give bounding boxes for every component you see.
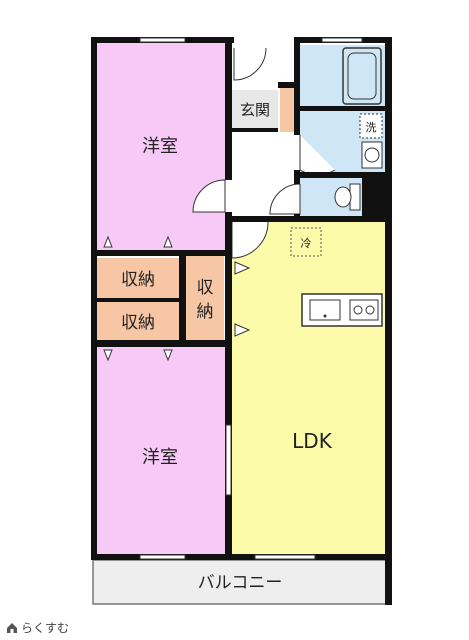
door-swing-ldk bbox=[231, 221, 269, 259]
house-icon bbox=[7, 622, 17, 633]
entrance-fill bbox=[232, 90, 278, 128]
western-room-bottom-fill bbox=[97, 347, 225, 554]
sink bbox=[309, 299, 341, 321]
balcony-label: バルコニー bbox=[198, 573, 283, 593]
bathtub bbox=[342, 47, 382, 105]
brand-logo: らくすむ bbox=[6, 619, 69, 636]
ldk-label: LDK bbox=[292, 429, 333, 453]
western-room-top-label: 洋室 bbox=[142, 136, 178, 157]
fridge-space bbox=[290, 227, 322, 257]
fridge-symbol: 冷 bbox=[301, 237, 312, 250]
western-room-top-fill bbox=[97, 43, 225, 250]
storage-3-label-line2: 納 bbox=[197, 302, 214, 322]
washer-symbol: 洗 bbox=[366, 121, 377, 134]
door-swing-entrance bbox=[233, 47, 267, 81]
storage-3-fill bbox=[186, 253, 224, 340]
shoe-closet bbox=[280, 88, 295, 132]
windows bbox=[139, 37, 363, 560]
stove bbox=[349, 299, 379, 321]
door-swing-toilet bbox=[269, 183, 301, 215]
storage-1-fill bbox=[97, 258, 179, 298]
storage-2-fill bbox=[97, 302, 179, 340]
entrance-label: 玄関 bbox=[240, 101, 270, 119]
door-swing-room-top bbox=[192, 179, 226, 213]
toilet-bowl bbox=[334, 186, 352, 208]
ldk-fill bbox=[232, 222, 385, 554]
western-room-bottom-label: 洋室 bbox=[142, 447, 178, 468]
washer-space bbox=[359, 113, 383, 139]
storage-3-label-line1: 収 bbox=[197, 278, 214, 298]
storage-1-label: 収納 bbox=[121, 270, 155, 290]
brand-text: らくすむ bbox=[21, 621, 70, 635]
storage-2-label: 収納 bbox=[121, 313, 155, 333]
